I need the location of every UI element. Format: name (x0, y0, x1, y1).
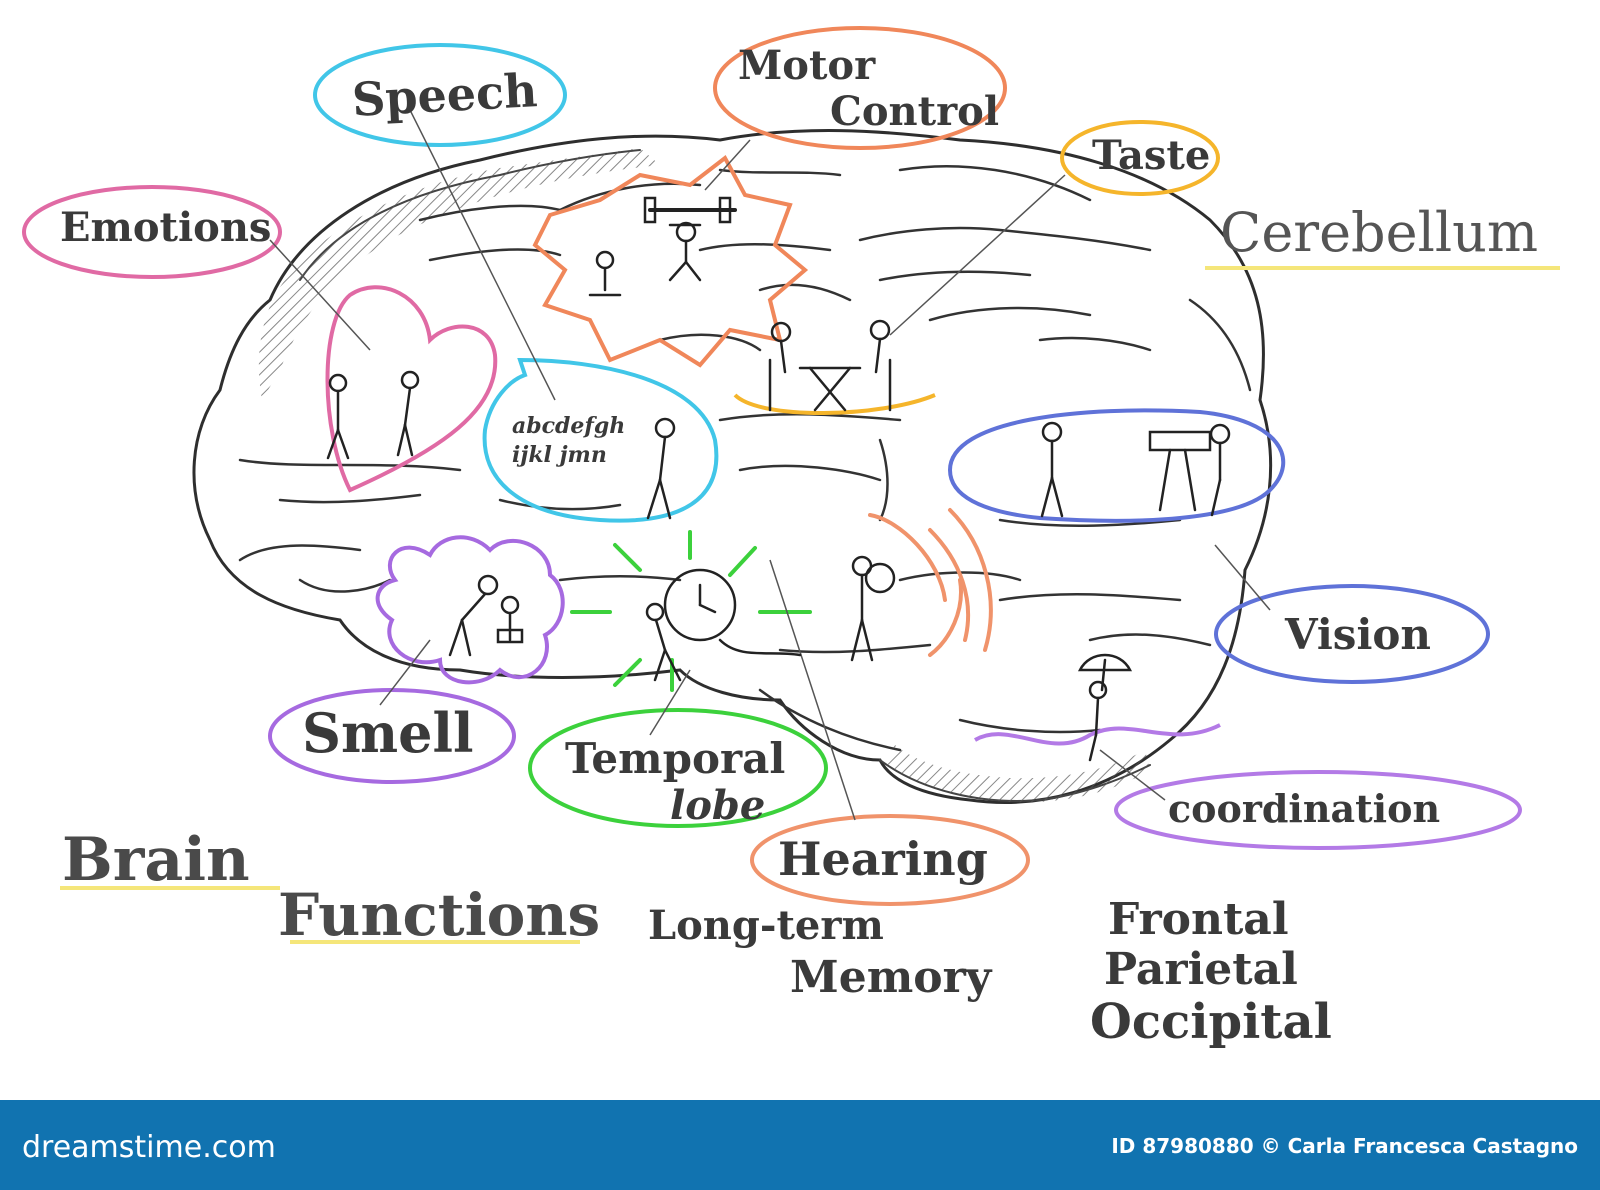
hatch-bottom (885, 745, 1150, 803)
label-temporal-line2: lobe (670, 782, 766, 829)
title-functions: Functions (278, 881, 601, 949)
label-emotions: Emotions (60, 204, 272, 251)
label-vision: Vision (1285, 610, 1431, 659)
diagram-canvas: Speech Motor Control Taste Cerebellum Em… (22, 26, 1560, 1050)
hatch-top (258, 148, 660, 400)
label-taste: Taste (1092, 132, 1211, 179)
emotions-heart (325, 285, 498, 493)
temporal-rays (570, 530, 812, 692)
vision-ring (947, 408, 1286, 523)
emotions-ellipse (22, 185, 282, 279)
label-frontal: Frontal (1108, 894, 1289, 945)
smell-flower (375, 535, 565, 685)
coordination-ellipse (1114, 770, 1522, 850)
taste-underline (733, 393, 936, 415)
label-occipital: Occipital (1090, 994, 1332, 1050)
speech-ellipse (313, 43, 567, 147)
motor-burst (532, 154, 809, 368)
label-long-term-line2: Memory (790, 952, 992, 1003)
label-coordination: coordination (1168, 786, 1441, 831)
coordination-wave (974, 723, 1221, 746)
taste-ellipse (1060, 120, 1220, 196)
title-brain: Brain (62, 825, 250, 895)
label-cerebellum: Cerebellum (1220, 201, 1539, 264)
label-temporal-line1: Temporal (565, 734, 786, 783)
hearing-ellipse (750, 814, 1030, 906)
figures (326, 196, 1231, 762)
label-long-term-line1: Long-term (648, 902, 884, 949)
vision-ellipse (1214, 584, 1490, 684)
footer-bar: dreamstime.com ID 87980880 © Carla Franc… (0, 1100, 1600, 1190)
label-parietal: Parietal (1104, 944, 1298, 995)
brain-drawing (22, 26, 1560, 944)
speech-alphabet: abcdefgh ijkl jmn (512, 413, 626, 468)
footer-credit: ID 87980880 © Carla Francesca Castagno (1111, 1134, 1578, 1158)
label-hearing: Hearing (778, 832, 988, 886)
footer-brand[interactable]: dreamstime.com (22, 1130, 276, 1165)
label-motor-control-line2: Control (830, 88, 1000, 135)
label-motor-control-line1: Motor (738, 42, 876, 89)
label-smell: Smell (302, 701, 474, 765)
motor-ellipse (713, 26, 1007, 150)
label-speech: Speech (350, 63, 539, 127)
temporal-ellipse (528, 708, 828, 828)
speech-bubble (482, 357, 719, 523)
hearing-waves (868, 508, 993, 657)
brain-folds (238, 165, 1252, 752)
pointer-lines (269, 109, 1271, 821)
